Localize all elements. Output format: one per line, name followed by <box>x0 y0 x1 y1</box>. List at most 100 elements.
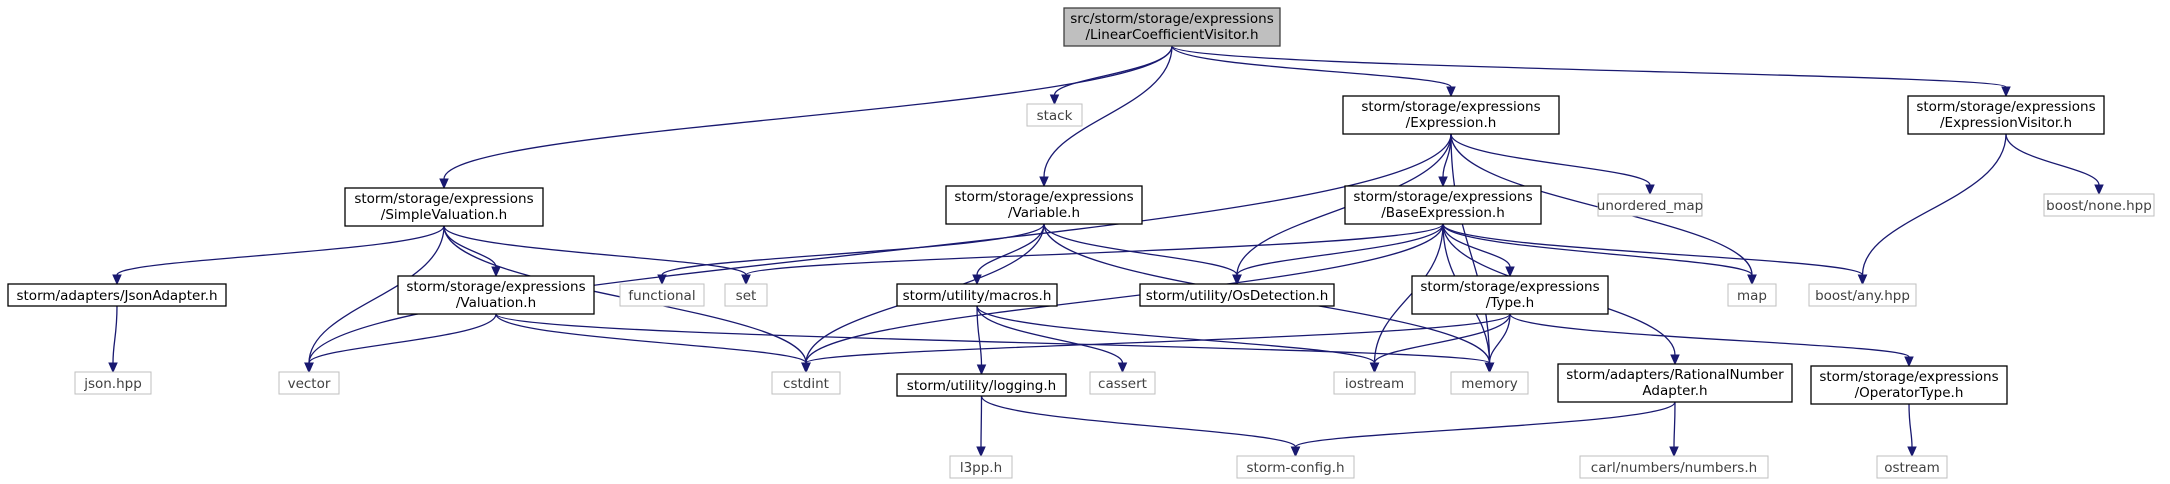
node-variable-label-line-1: storm/storage/expressions <box>954 189 1133 205</box>
node-ostream: ostream <box>1876 455 1948 479</box>
edge-root-to-expression <box>1171 45 1456 98</box>
edge-valuation-to-vector <box>304 313 497 374</box>
node-cstdint: cstdint <box>771 371 841 395</box>
node-expression[interactable]: storm/storage/expressions/Expression.h <box>1342 95 1560 135</box>
node-simplevaluation[interactable]: storm/storage/expressions/SimpleValuatio… <box>344 187 544 227</box>
node-simplevaluation-label-line-1: storm/storage/expressions <box>354 191 533 207</box>
node-rationalnumber-label-line-2: Adapter.h <box>1642 383 1707 399</box>
node-baseexpression-label-line-2: /BaseExpression.h <box>1381 205 1505 221</box>
edge-baseexpression-to-boost-any <box>1442 223 1868 286</box>
edge-root-to-simplevaluation <box>439 45 1173 190</box>
edge-baseexpression-to-set <box>741 223 1444 286</box>
node-valuation[interactable]: storm/storage/expressions/Valuation.h <box>397 275 595 315</box>
node-jsonadapter-label-line-1: storm/adapters/JsonAdapter.h <box>16 288 217 304</box>
edge-expressionvisitor-to-boost-any <box>1857 133 2007 286</box>
node-cassert: cassert <box>1089 371 1156 395</box>
node-expressionvisitor-label-line-1: storm/storage/expressions <box>1916 99 2095 115</box>
node-vector: vector <box>278 371 340 395</box>
node-root[interactable]: src/storm/storage/expressions/LinearCoef… <box>1063 7 1281 47</box>
edge-simplevaluation-to-jsonadapter <box>112 225 445 286</box>
node-type[interactable]: storm/storage/expressions/Type.h <box>1411 275 1609 315</box>
edge-expressionvisitor-to-boost-none <box>2005 133 2104 196</box>
node-valuation-label-line-1: storm/storage/expressions <box>406 279 585 295</box>
node-expressionvisitor[interactable]: storm/storage/expressions/ExpressionVisi… <box>1907 95 2105 135</box>
node-operatortype-label-line-2: /OperatorType.h <box>1855 385 1964 401</box>
node-boost-none: boost/none.hpp <box>2043 193 2155 217</box>
edge-type-to-memory <box>1484 313 1511 374</box>
node-boost-any: boost/any.hpp <box>1808 283 1917 307</box>
edge-logging-to-l3pp <box>976 395 986 458</box>
node-carlnumbers: carl/numbers/numbers.h <box>1579 455 1769 479</box>
node-stack-label-line-1: stack <box>1037 108 1073 124</box>
edge-macros-to-logging <box>976 305 987 376</box>
node-memory: memory <box>1450 371 1529 395</box>
node-iostream-label-line-1: iostream <box>1345 376 1404 392</box>
node-unordered-map-label-line-1: unordered_map <box>1597 198 1703 214</box>
edge-logging-to-stormconfig <box>980 395 1301 458</box>
edge-root-to-variable <box>1039 45 1173 188</box>
node-functional-label-line-1: functional <box>628 288 695 304</box>
edge-rationalnumber-to-carlnumbers <box>1669 401 1679 458</box>
node-boost-any-label-line-1: boost/any.hpp <box>1815 288 1910 304</box>
node-stormconfig-label-line-1: storm-config.h <box>1246 460 1344 476</box>
node-l3pp-label-line-1: l3pp.h <box>960 460 1002 476</box>
node-macros[interactable]: storm/utility/macros.h <box>896 283 1058 307</box>
node-valuation-label-line-2: /Valuation.h <box>456 295 536 311</box>
node-expression-label-line-2: /Expression.h <box>1406 115 1497 131</box>
node-root-label-line-2: /LinearCoefficientVisitor.h <box>1085 27 1258 43</box>
edge-baseexpression-to-type <box>1442 223 1515 278</box>
edge-type-to-cstdint <box>801 313 1511 374</box>
node-osdetection[interactable]: storm/utility/OsDetection.h <box>1139 283 1335 307</box>
node-operatortype-label-line-1: storm/storage/expressions <box>1819 369 1998 385</box>
edge-operatortype-to-ostream <box>1907 403 1917 458</box>
node-logging-label-line-1: storm/utility/logging.h <box>907 378 1056 394</box>
node-carlnumbers-label-line-1: carl/numbers/numbers.h <box>1591 460 1757 476</box>
node-json-hpp-label-line-1: json.hpp <box>83 376 142 392</box>
edge-root-to-expressionvisitor <box>1171 45 2011 98</box>
node-logging[interactable]: storm/utility/logging.h <box>896 373 1067 397</box>
node-map: map <box>1727 283 1777 307</box>
node-l3pp: l3pp.h <box>949 455 1013 479</box>
node-jsonadapter[interactable]: storm/adapters/JsonAdapter.h <box>7 283 227 307</box>
edge-variable-to-functional <box>657 223 1045 286</box>
edge-type-to-operatortype <box>1509 313 1914 368</box>
node-iostream: iostream <box>1333 371 1416 395</box>
node-osdetection-label-line-1: storm/utility/OsDetection.h <box>1146 288 1329 304</box>
node-cassert-label-line-1: cassert <box>1098 376 1147 392</box>
node-stormconfig: storm-config.h <box>1236 455 1355 479</box>
edge-baseexpression-to-map <box>1442 223 1757 286</box>
node-macros-label-line-1: storm/utility/macros.h <box>903 288 1052 304</box>
edge-jsonadapter-to-json-hpp <box>108 305 118 374</box>
node-operatortype[interactable]: storm/storage/expressions/OperatorType.h <box>1810 365 2008 405</box>
node-set-label-line-1: set <box>736 288 757 304</box>
edge-valuation-to-cstdint <box>495 313 811 374</box>
node-simplevaluation-label-line-2: /SimpleValuation.h <box>381 207 507 223</box>
node-type-label-line-2: /Type.h <box>1486 295 1534 311</box>
edge-expression-to-unordered-map <box>1450 133 1655 196</box>
node-map-label-line-1: map <box>1737 288 1767 304</box>
node-root-label-line-1: src/storm/storage/expressions <box>1070 11 1274 27</box>
node-stack: stack <box>1026 103 1083 127</box>
node-variable-label-line-2: /Variable.h <box>1008 205 1080 221</box>
edge-variable-to-macros <box>972 223 1045 286</box>
node-set: set <box>724 283 768 307</box>
node-type-label-line-1: storm/storage/expressions <box>1420 279 1599 295</box>
edge-root-to-stack <box>1049 45 1173 106</box>
edge-baseexpression-to-osdetection <box>1232 223 1444 286</box>
edge-macros-to-iostream <box>976 305 1380 374</box>
node-layer: src/storm/storage/expressions/LinearCoef… <box>7 7 2155 479</box>
edge-macros-to-cassert <box>976 305 1128 374</box>
node-cstdint-label-line-1: cstdint <box>783 376 829 392</box>
node-variable[interactable]: storm/storage/expressions/Variable.h <box>945 185 1143 225</box>
node-rationalnumber-label-line-1: storm/adapters/RationalNumber <box>1566 367 1784 383</box>
node-expression-label-line-1: storm/storage/expressions <box>1361 99 1540 115</box>
node-unordered-map: unordered_map <box>1597 193 1703 217</box>
edge-layer <box>108 45 2104 458</box>
edge-rationalnumber-to-stormconfig <box>1290 401 1676 458</box>
node-vector-label-line-1: vector <box>288 376 331 392</box>
node-expressionvisitor-label-line-2: /ExpressionVisitor.h <box>1940 115 2072 131</box>
node-baseexpression[interactable]: storm/storage/expressions/BaseExpression… <box>1344 185 1542 225</box>
edge-simplevaluation-to-set <box>443 225 751 286</box>
